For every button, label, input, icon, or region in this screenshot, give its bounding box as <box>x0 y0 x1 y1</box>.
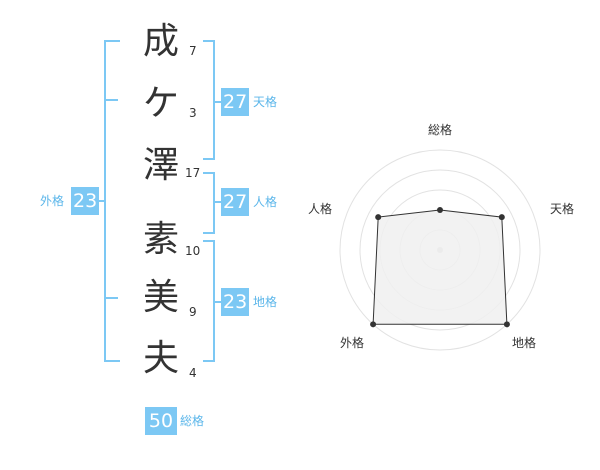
radar-label-soukaku: 総格 <box>428 122 452 137</box>
radar-label-tenkaku: 天格 <box>550 201 574 216</box>
radar-ring <box>339 149 541 351</box>
jinkaku-bracket <box>203 172 215 234</box>
chikaku-badge: 23 <box>221 288 249 316</box>
soukaku-label: 総格 <box>180 414 205 428</box>
radar-point <box>498 214 505 221</box>
stroke-count-4: 10 <box>185 244 201 258</box>
gaikaku-bracket-tick <box>104 99 118 101</box>
gaikaku-badge: 23 <box>71 187 99 215</box>
chikaku-label: 地格 <box>253 295 278 309</box>
radar-label-chikaku: 地格 <box>512 335 536 350</box>
radar-point <box>437 207 443 213</box>
radar-points <box>370 207 510 328</box>
tenkaku-label: 天格 <box>253 95 278 109</box>
stroke-count-6: 4 <box>189 366 197 380</box>
gaikaku-connector <box>98 200 106 202</box>
soukaku-badge: 50 <box>145 407 177 435</box>
radar-point <box>503 321 510 328</box>
gaikaku-label: 外格 <box>40 194 65 208</box>
name-char-4: 素 <box>143 219 180 260</box>
name-char-6: 夫 <box>143 338 180 379</box>
name-char-1: 成 <box>143 21 180 62</box>
name-char-5: 美 <box>143 277 180 318</box>
radar-area <box>372 209 508 325</box>
jinkaku-label: 人格 <box>253 195 278 209</box>
stroke-count-3: 17 <box>185 166 201 180</box>
jinkaku-badge: 27 <box>221 188 249 216</box>
name-char-3: 澤 <box>143 145 180 186</box>
chikaku-connector <box>213 301 221 303</box>
gaikaku-bracket <box>104 40 120 362</box>
stroke-count-2: 3 <box>189 106 197 120</box>
gaikaku-bracket-tick <box>104 297 118 299</box>
name-char-2: ケ <box>143 83 180 124</box>
radar-label-gaikaku: 外格 <box>340 335 364 350</box>
stroke-count-5: 9 <box>189 305 197 319</box>
tenkaku-bracket <box>203 40 215 160</box>
tenkaku-badge: 27 <box>221 88 249 116</box>
radar-label-jinkaku: 人格 <box>308 201 332 216</box>
tenkaku-connector <box>213 101 221 103</box>
radar-point <box>375 214 382 221</box>
radar-point <box>370 321 377 328</box>
radar-chart: 総格 天格 地格 外格 人格 <box>308 122 574 351</box>
stroke-count-1: 7 <box>189 44 197 58</box>
radar-ring <box>359 169 521 331</box>
jinkaku-connector <box>213 201 221 203</box>
